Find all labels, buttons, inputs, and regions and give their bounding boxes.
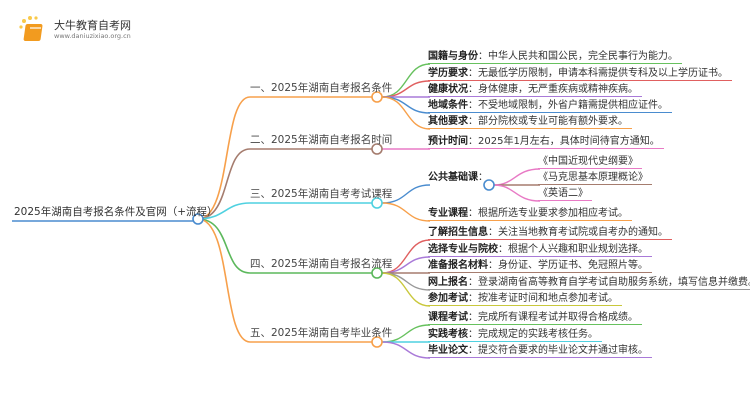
leaf-item[interactable]: 选择专业与院校：根据个人兴趣和职业规划选择。 [428,243,652,257]
root-node[interactable] [192,213,204,225]
course-item[interactable]: 《中国近现代史纲要》 [538,155,642,169]
leaf-item[interactable]: 实践考核：完成规定的实践考核任务。 [428,328,602,342]
leaf-label: 实践考核 [428,329,468,340]
leaf-text: ：提交符合要求的毕业论文并通过审核。 [468,345,648,356]
leaf-item[interactable]: 学历要求：无最低学历限制，申请本科需提供专科及以上学历证书。 [428,67,732,81]
leaf-label: 国籍与身份 [428,51,478,62]
leaf-label: 准备报名材料 [428,260,488,271]
leaf-text: ：根据个人兴趣和职业规划选择。 [498,244,648,255]
leaf-item[interactable]: 国籍与身份：中华人民共和国公民，完全民事行为能力。 [428,50,682,64]
leaf-label: 参加考试 [428,293,468,304]
leaf-text: ：根据所选专业要求参加相应考试。 [468,208,628,219]
leaf-text: ：关注当地教育考试院或自考办的通知。 [488,227,668,238]
leaf-text: ：无最低学历限制，申请本科需提供专科及以上学历证书。 [468,68,728,79]
course-item[interactable]: 《英语二》 [538,187,592,201]
leaf-text: ：按准考证时间和地点参加考试。 [468,293,618,304]
leaf-item[interactable]: 参加考试：按准考证时间和地点参加考试。 [428,292,622,306]
leaf-text: ：2025年1月左右，具体时间待官方通知。 [468,136,660,147]
leaf-label: 选择专业与院校 [428,244,498,255]
leaf-label: 毕业论文 [428,345,468,356]
leaf-label: 地域条件 [428,100,468,111]
leaf-item[interactable]: 专业课程：根据所选专业要求参加相应考试。 [428,207,632,221]
leaf-text: ：身体健康，无严重疾病或精神疾病。 [468,84,638,95]
course-item[interactable]: 《马克思基本原理概论》 [538,171,652,185]
leaf-label: 网上报名 [428,277,468,288]
leaf-item[interactable]: 公共基础课： [428,171,492,184]
leaf-item[interactable]: 健康状况：身体健康，无严重疾病或精神疾病。 [428,83,642,97]
leaf-label: 了解招生信息 [428,227,488,238]
leaf-item[interactable]: 其他要求：部分院校或专业可能有额外要求。 [428,115,632,129]
leaf-label: 健康状况 [428,84,468,95]
leaf-text: ：不受地域限制，外省户籍需提供相应证件。 [468,100,668,111]
leaf-label: 专业课程 [428,208,468,219]
leaf-label: 学历要求 [428,68,468,79]
logo-book-icon [18,15,50,49]
leaf-label: 其他要求 [428,116,468,127]
leaf-item[interactable]: 准备报名材料：身份证、学历证书、免冠照片等。 [428,259,652,273]
leaf-item[interactable]: 地域条件：不受地域限制，外省户籍需提供相应证件。 [428,99,672,113]
leaf-text: ：身份证、学历证书、免冠照片等。 [488,260,648,271]
leaf-text: ：完成所有课程考试并取得合格成绩。 [468,312,638,323]
leaf-text: ：完成规定的实践考核任务。 [468,329,598,340]
leaf-label: 课程考试 [428,312,468,323]
leaf-item[interactable]: 网上报名：登录湖南省高等教育自学考试自助服务系统，填写信息并缴费。 [428,276,750,290]
branch-registration-conditions[interactable]: 一、2025年湖南自考报名条件 [250,82,393,94]
leaf-item[interactable]: 预计时间：2025年1月左右，具体时间待官方通知。 [428,135,664,149]
branch-registration-time[interactable]: 二、2025年湖南自考报名时间 [250,134,393,146]
leaf-text: ： [478,172,488,183]
leaf-text: ：中华人民共和国公民，完全民事行为能力。 [478,51,678,62]
leaf-label: 预计时间 [428,136,468,147]
root-topic[interactable]: 2025年湖南自考报名条件及官网（+流程） [14,206,218,218]
logo-title: 大牛教育自考网 [54,19,131,32]
leaf-item[interactable]: 课程考试：完成所有课程考试并取得合格成绩。 [428,311,642,325]
leaf-item[interactable]: 毕业论文：提交符合要求的毕业论文并通过审核。 [428,344,652,358]
leaf-text: ：部分院校或专业可能有额外要求。 [468,116,628,127]
branch-graduation-conditions[interactable]: 五、2025年湖南自考毕业条件 [250,327,393,339]
leaf-item[interactable]: 了解招生信息：关注当地教育考试院或自考办的通知。 [428,226,672,240]
logo-url: www.daniuzixiao.org.cn [54,32,131,40]
branch-registration-process[interactable]: 四、2025年湖南自考报名流程 [250,258,393,270]
leaf-text: ：登录湖南省高等教育自学考试自助服务系统，填写信息并缴费。 [468,277,750,288]
branch-exam-courses[interactable]: 三、2025年湖南自考考试课程 [250,188,393,200]
leaf-label: 公共基础课 [428,172,478,183]
